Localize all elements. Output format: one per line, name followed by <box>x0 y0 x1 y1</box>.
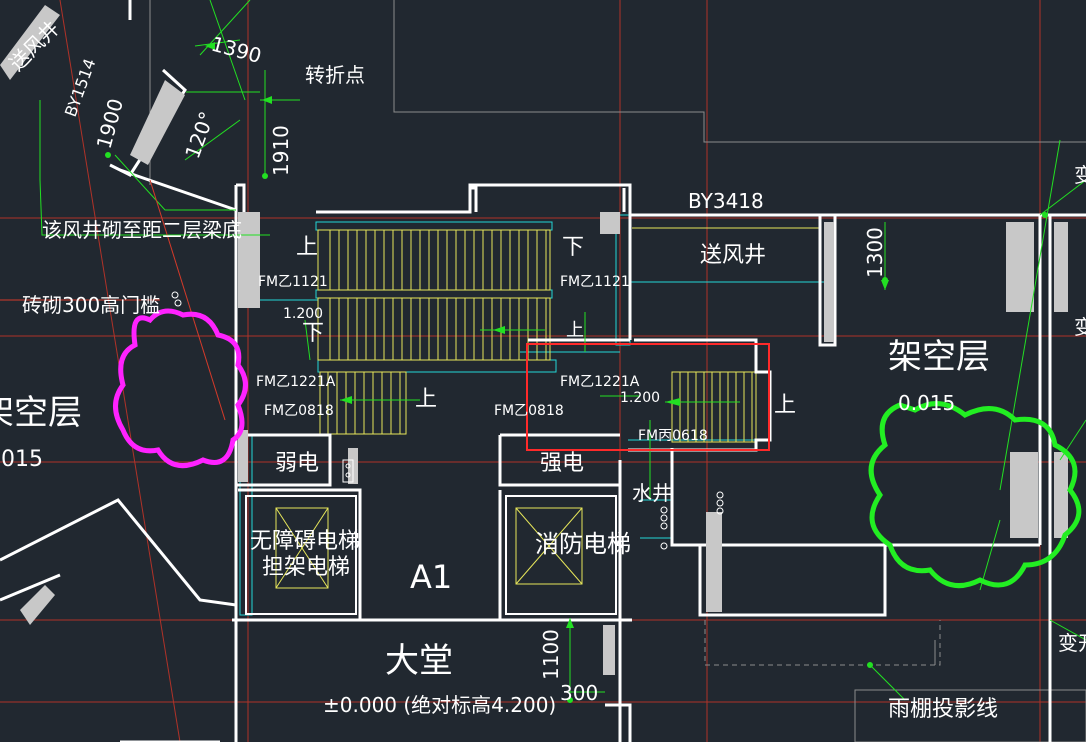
label-weak-current: 弱电 <box>275 451 319 476</box>
labels: 送风井 BY1514 1390 1900 120° 转折点 1910 BY341… <box>0 16 1086 722</box>
label-down-left: 下 <box>302 321 324 346</box>
green-dots <box>105 152 1048 703</box>
label-dim-1910: 1910 <box>269 125 293 176</box>
label-fmz0818-right: FM乙0818 <box>494 403 564 419</box>
label-fmz1221a-right: FM乙1221A <box>560 374 640 390</box>
label-open-floor-right: 架空层 <box>888 337 990 377</box>
label-level-1200-left: 1.200 <box>283 306 323 322</box>
label-down-right: 下 <box>562 235 584 260</box>
dashed-outline <box>704 620 941 666</box>
label-level-015-right: 0.015 <box>898 391 955 415</box>
label-send-air-shaft: 送风井 <box>700 243 766 268</box>
label-change-right-2: 变 <box>1074 315 1086 339</box>
label-brick-sill: 砖砌300高门槛 <box>22 293 160 317</box>
fixtures <box>171 291 724 550</box>
label-up-right-small: 上 <box>566 320 584 341</box>
label-fmz1221a-left: FM乙1221A <box>256 374 336 390</box>
label-water-shaft: 水井 <box>632 481 672 505</box>
label-stretcher-elevator: 担架电梯 <box>262 555 350 580</box>
label-lobby: 大堂 <box>385 641 453 681</box>
green-leaders <box>39 0 1086 701</box>
label-turning-point: 转折点 <box>305 63 365 87</box>
label-fmz1121-right: FM乙1121 <box>560 274 630 290</box>
stair-treads <box>317 227 820 443</box>
green-revision-cloud <box>868 401 1082 589</box>
label-change-right-3: 变开 <box>1058 631 1086 655</box>
label-change-right: 变 <box>1074 163 1086 187</box>
label-up-left: 上 <box>296 235 318 260</box>
label-zone-a1: A1 <box>410 558 452 596</box>
label-level-1200-right: 1.200 <box>620 390 660 406</box>
label-fmc0618: FM丙0618 <box>638 428 708 444</box>
label-up-center: 上 <box>415 387 437 412</box>
red-leaders <box>0 179 226 421</box>
label-by3418: BY3418 <box>688 189 764 213</box>
wall-fill <box>0 5 1068 675</box>
elevator-shafts <box>245 495 617 615</box>
label-fmz1121-left: FM乙1121 <box>258 274 328 290</box>
magenta-revision-cloud <box>113 308 248 469</box>
label-fire-elevator: 消防电梯 <box>535 530 631 558</box>
label-up-far-right: 上 <box>774 393 796 418</box>
label-dim-300: 300 <box>560 681 598 705</box>
selection-box[interactable] <box>526 343 770 451</box>
stair-tread-group <box>327 230 753 442</box>
label-dim-1300: 1300 <box>863 227 887 278</box>
green-arrowheads <box>205 42 889 628</box>
label-level-015-left: 0.015 <box>0 447 43 472</box>
label-accessible-elevator: 无障碍电梯 <box>250 529 360 554</box>
label-strong-current: 强电 <box>540 451 584 476</box>
label-fmz0818-left: FM乙0818 <box>264 403 334 419</box>
label-dim-1100: 1100 <box>539 629 563 680</box>
label-shaft-note: 该风井砌至距二层梁底 <box>42 218 242 242</box>
label-canopy-line: 雨棚投影线 <box>888 697 998 722</box>
label-level-zero: ±0.000 (绝对标高4.200) <box>323 693 556 717</box>
label-open-floor-left: 架空层 <box>0 393 82 433</box>
